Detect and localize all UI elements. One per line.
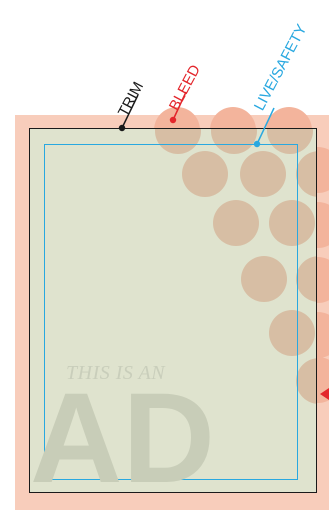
decor-circle — [267, 129, 313, 154]
decor-circle — [240, 151, 286, 197]
live-safety-area — [44, 144, 298, 480]
decor-circle — [296, 151, 316, 197]
ad-tagline: THIS IS AN — [66, 362, 166, 384]
decorative-circles-inner — [155, 129, 316, 404]
decor-circle — [211, 129, 257, 154]
decor-circle — [241, 256, 287, 302]
trim-area — [29, 128, 317, 493]
decor-circle — [269, 310, 315, 356]
decor-circle — [269, 200, 315, 246]
decor-circle — [182, 151, 228, 197]
decor-circle — [213, 200, 259, 246]
decor-circle — [296, 358, 316, 404]
ad-headline: AD — [30, 367, 215, 510]
decor-circle — [296, 256, 316, 302]
decor-circle — [155, 129, 201, 154]
